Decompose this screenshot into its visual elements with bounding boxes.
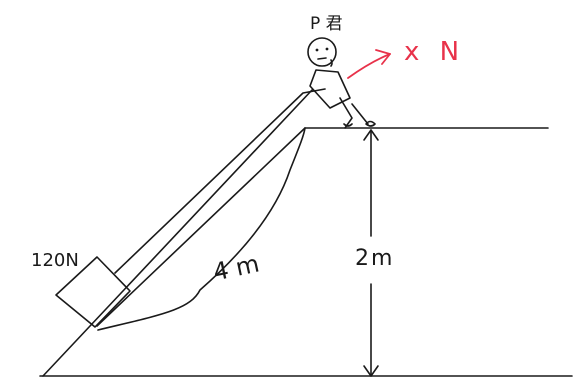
force-arrow-shaft [347,53,391,79]
person-mouth [317,57,327,60]
weight-label: 120N [31,250,79,271]
incline-upper-edge [42,89,313,377]
person-eye-right [325,47,329,51]
person-arm [339,97,353,129]
slope-length-bracket [97,127,306,331]
person-label: P 君 [310,14,343,34]
person-arm-right [351,103,369,125]
height-arrowhead-bottom [363,365,379,377]
person-p [307,37,376,129]
height-dimension [363,129,379,377]
force-arrowhead [375,49,391,65]
incline-lower-edge [96,127,306,327]
person-head [307,37,337,67]
height-label: 2m [355,246,395,271]
height-arrowhead-top [363,129,379,141]
person-body [309,69,351,109]
rope [114,88,326,274]
person-hand-right [365,120,376,127]
force-label: x N [404,37,466,67]
person-eye-left [315,48,319,52]
box-120n [55,256,131,328]
inclined-plane [42,89,313,377]
force-arrow [347,49,391,79]
person-sweat [330,59,333,67]
person-hand-left [343,123,353,127]
